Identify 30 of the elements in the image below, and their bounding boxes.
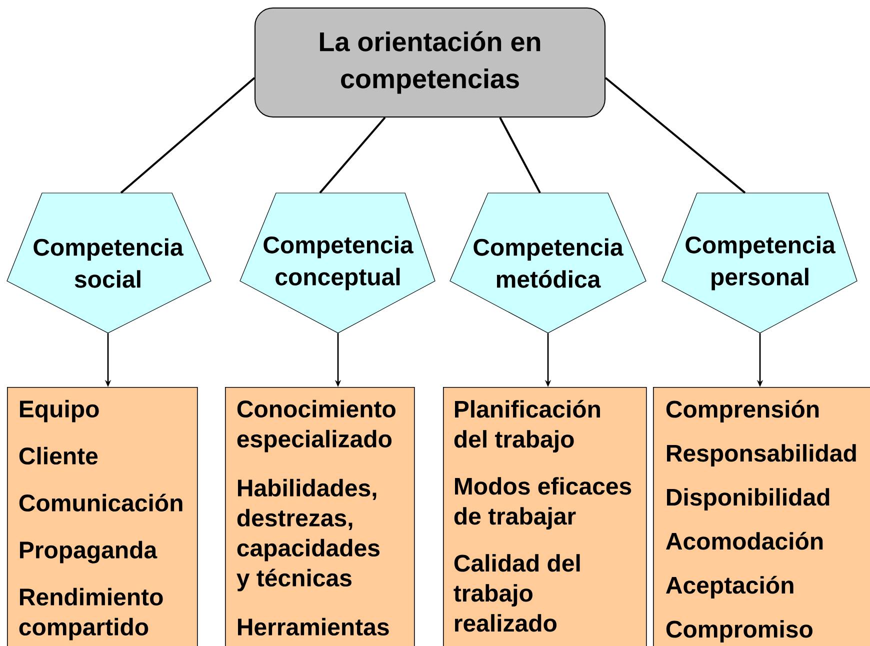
connector-line	[120, 77, 256, 194]
list-item: Responsabilidad	[667, 444, 856, 466]
list-item: Propaganda	[20, 540, 158, 564]
list-box	[443, 387, 647, 646]
list-item: Disponibilidad	[667, 488, 830, 510]
list-item: Comprensión	[666, 400, 819, 422]
pentagon: Competencia conceptual	[240, 192, 436, 334]
list-item: Compromiso	[666, 620, 812, 642]
list-item: Modos eficaces de trabajar	[454, 477, 632, 530]
list-item: Rendimiento compartido	[19, 588, 163, 640]
pentagon: Competencia metódica	[450, 192, 646, 334]
list-item: Cliente	[19, 446, 98, 465]
list-item: Comunicación	[19, 494, 182, 512]
list-item: Habilidades, destrezas, capacidades y técnicas	[236, 478, 380, 592]
connector-line	[319, 116, 386, 194]
list-box	[7, 387, 198, 646]
connector-line	[604, 77, 746, 194]
list-item: Equipo	[20, 400, 99, 422]
list-item: Planificación del trabajo	[454, 400, 600, 452]
list-box	[225, 387, 415, 646]
title-box: La orientación en competencias	[254, 8, 606, 118]
list-item: Calidad del trabajo realizado	[454, 554, 580, 632]
pentagon: Competencia personal	[662, 192, 858, 334]
list-item: Acomodación	[666, 532, 823, 550]
list-box	[653, 387, 870, 646]
list-item: Aceptación	[666, 576, 794, 598]
pentagon: Competencia social	[6, 192, 212, 334]
list-item: Herramientas	[238, 618, 389, 636]
list-item: Conocimiento especializado	[237, 400, 396, 452]
connector-line	[499, 117, 541, 194]
